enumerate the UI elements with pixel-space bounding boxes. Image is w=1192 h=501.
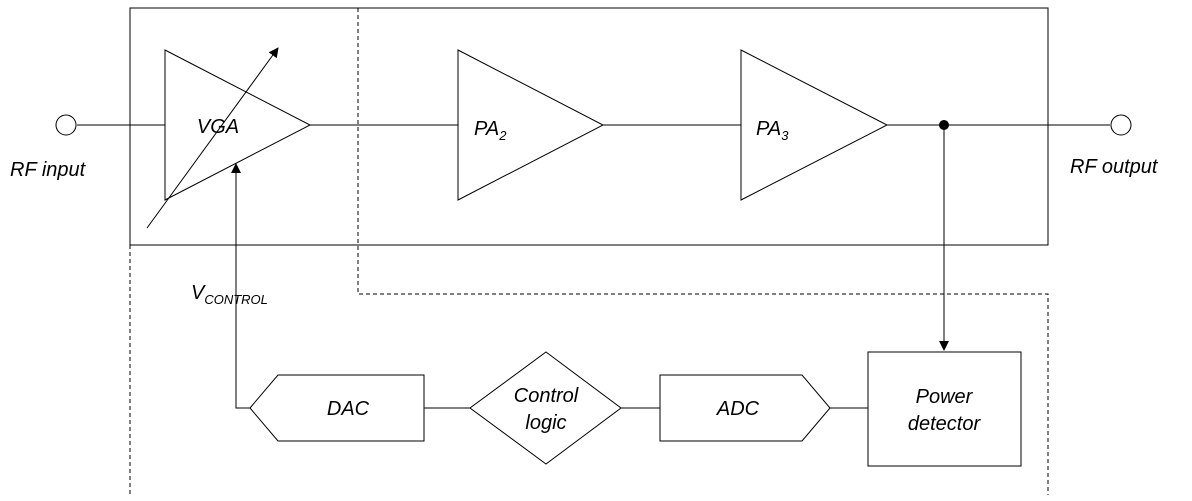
pa3-label: PA3	[756, 118, 789, 143]
rf-module-box	[129, 7, 1049, 246]
rf-output-terminal	[1110, 114, 1132, 136]
dac-label: DAC	[327, 398, 370, 420]
pa2-amplifier	[457, 49, 605, 201]
pa3-amplifier	[740, 49, 889, 201]
dac-to-vga-line	[235, 168, 250, 409]
power-detector-label-line2: detector	[908, 413, 982, 435]
control-logic-label-line1: Control	[514, 385, 579, 407]
control-logic-label-line2: logic	[525, 412, 566, 434]
adc-label: ADC	[716, 398, 760, 420]
power-detector-block	[867, 351, 1022, 467]
vga-dashed-boundary	[129, 8, 1049, 495]
pa2-label: PA2	[474, 118, 507, 143]
variable-gain-arrow	[146, 47, 279, 229]
control-logic-block	[469, 351, 622, 465]
vga-label: VGA	[197, 116, 239, 138]
power-detector-label-line1: Power	[916, 386, 974, 408]
dac-block	[249, 374, 425, 442]
rf-output-label: RF output	[1070, 156, 1159, 178]
vga-amplifier	[164, 49, 312, 201]
rf-input-terminal	[55, 114, 77, 136]
rf-input-label: RF input	[10, 159, 87, 181]
adc-block	[659, 374, 831, 442]
vcontrol-label: VCONTROL	[191, 282, 268, 307]
